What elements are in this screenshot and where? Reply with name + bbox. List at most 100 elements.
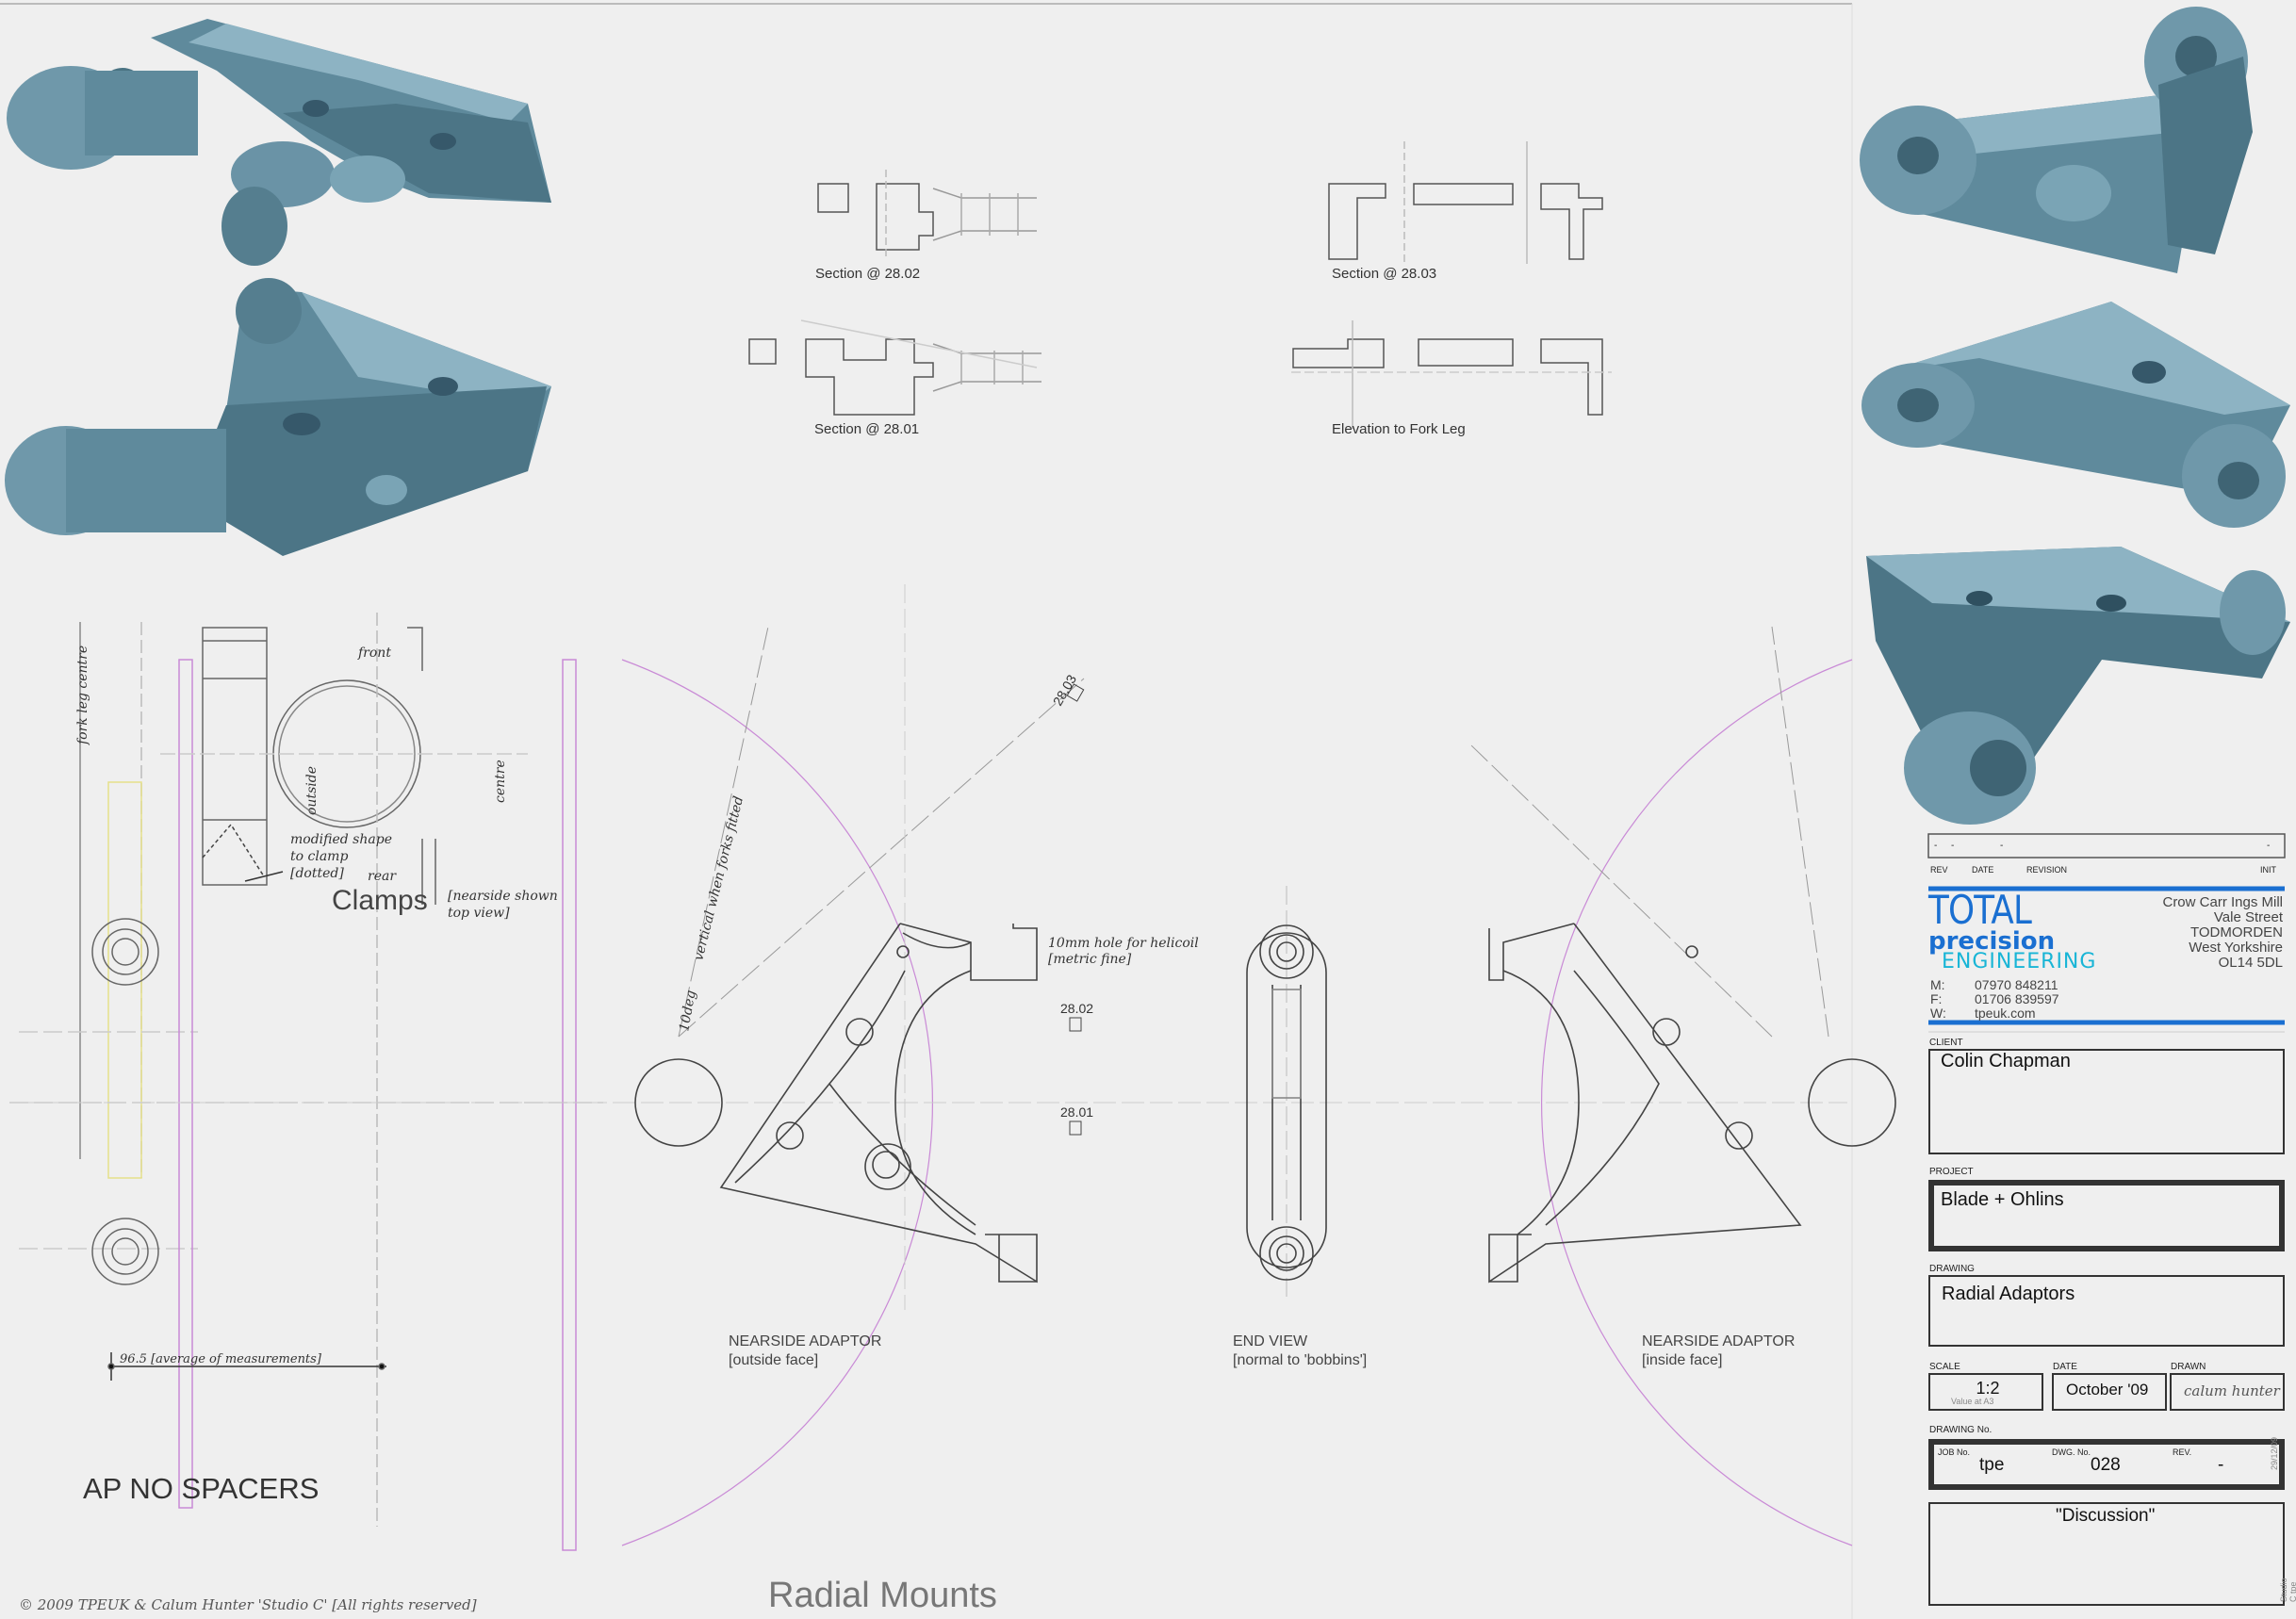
section-28-03-drawing: [1328, 141, 1603, 264]
web-label: W:: [1930, 1006, 1946, 1021]
address-line-4: West Yorkshire: [2189, 940, 2283, 956]
nearside-note-2: top view]: [448, 906, 510, 921]
modified-shape-label-3: [dotted]: [290, 866, 344, 881]
render-right-top: [1860, 7, 2253, 273]
tag-28-01: 28.01: [1060, 1104, 1093, 1120]
nearside-outside-label-1: NEARSIDE ADAPTOR: [729, 1333, 881, 1349]
modified-shape-label-1: modified shape: [290, 832, 392, 847]
radial-mounts-title: Radial Mounts: [768, 1576, 997, 1615]
mobile-number: 07970 848211: [1975, 977, 2058, 992]
client-value: Colin Chapman: [1941, 1051, 2071, 1071]
logo-total: TOTAL: [1928, 887, 2032, 933]
side-studio: Studio C tpe: [2279, 1578, 2296, 1602]
dwg-no-label: DWG. No.: [2052, 1447, 2091, 1457]
render-left-middle: [5, 278, 551, 556]
hole-note-2: [metric fine]: [1048, 952, 1132, 967]
rev-label: REV.: [2173, 1447, 2192, 1457]
render-right-bottom: [1866, 547, 2290, 825]
section-28-02-label: Section @ 28.02: [815, 266, 920, 282]
scale-box: [1928, 1373, 2043, 1411]
address-line-2: Vale Street: [2213, 909, 2283, 925]
status-box: [1928, 1502, 2285, 1606]
company-address: Crow Carr Ings Mill Vale Street TODMORDE…: [2075, 895, 2283, 971]
vertical-note: vertical when forks fitted: [691, 794, 746, 962]
front-label: front: [357, 646, 391, 661]
hole-note-1: 10mm hole for helicoil: [1048, 936, 1199, 951]
section-28-03-label: Section @ 28.03: [1332, 266, 1436, 282]
dwg-no-value: 028: [2091, 1455, 2121, 1475]
end-view-label-1: END VIEW: [1233, 1333, 1308, 1349]
section-28-01-drawing: [748, 319, 1041, 416]
fork-leg-centre-label: fork leg centre: [75, 646, 90, 745]
date-box: [2052, 1373, 2167, 1411]
web-address[interactable]: tpeuk.com: [1975, 1006, 2036, 1021]
address-line-3: TODMORDEN: [2189, 924, 2283, 940]
drawing-no-box: [1928, 1439, 2285, 1490]
measurement-label: 96.5 [average of measurements]: [120, 1352, 322, 1366]
drawing-label: DRAWING: [1929, 1264, 1975, 1274]
render-left-top: [7, 19, 551, 266]
drawing-box: [1928, 1275, 2285, 1347]
client-label: CLIENT: [1929, 1038, 1963, 1048]
nearside-adaptor-inside: [1488, 923, 1896, 1284]
drawing-value: Radial Adaptors: [1942, 1284, 2075, 1304]
copyright: © 2009 TPEUK & Calum Hunter 'Studio C' […: [19, 1596, 477, 1613]
drawn-value: calum hunter: [2184, 1382, 2280, 1399]
centre-label: centre: [493, 760, 508, 803]
status-value: "Discussion": [2056, 1506, 2156, 1526]
ten-degree-label: 10deg: [677, 989, 698, 1033]
tag-28-03: 28.03: [1050, 672, 1079, 709]
address-line-1: Crow Carr Ings Mill: [2162, 894, 2283, 910]
scale-note: Value at A3: [1951, 1397, 1994, 1406]
logo-engineering: ENGINEERING: [1942, 950, 2097, 973]
elevation-drawing: [1291, 320, 1612, 429]
rev-header-date: DATE: [1972, 865, 1994, 875]
project-value: Blade + Ohlins: [1941, 1189, 2064, 1210]
date-label: DATE: [2053, 1362, 2077, 1372]
rear-label: rear: [368, 869, 397, 884]
nearside-inside-label-2: [inside face]: [1642, 1352, 1722, 1368]
radial-guides: [19, 584, 1853, 1546]
rev-row-revision: -: [2000, 841, 2004, 851]
modified-shape-label-2: to clamp: [290, 849, 348, 864]
clamps-title: Clamps: [332, 885, 428, 916]
job-no-value: tpe: [1979, 1455, 2005, 1475]
rev-row-rev: -: [1934, 841, 1938, 851]
rev-header-revision: REVISION: [2026, 865, 2068, 875]
company-logo: TOTAL precision ENGINEERING: [1928, 887, 2097, 973]
section-28-02-drawing: [817, 170, 1037, 259]
rev-header-rev: REV: [1930, 865, 1948, 875]
elevation-label: Elevation to Fork Leg: [1332, 421, 1466, 437]
outside-label: outside: [304, 766, 320, 815]
project-label: PROJECT: [1929, 1167, 1974, 1177]
rev-row-date: -: [1951, 841, 1955, 851]
drawing-no-label: DRAWING No.: [1929, 1425, 1993, 1435]
nearside-note-1: [nearside shown: [448, 889, 558, 904]
side-date: 29/12/09: [2270, 1436, 2279, 1470]
render-right-middle: [1861, 302, 2290, 528]
rev-header-init: INIT: [2260, 865, 2276, 875]
project-box: [1928, 1180, 2285, 1251]
mobile-label: M:: [1930, 977, 1945, 992]
ap-no-spacers: AP NO SPACERS: [83, 1472, 319, 1505]
client-box: [1928, 1049, 2285, 1154]
scale-label: SCALE: [1929, 1362, 1960, 1372]
fax-number: 01706 839597: [1975, 991, 2059, 1006]
drawn-label: DRAWN: [2171, 1362, 2206, 1372]
section-28-01-label: Section @ 28.01: [814, 421, 919, 437]
logo-precision: precision: [1928, 927, 2056, 956]
nearside-outside-label-2: [outside face]: [729, 1352, 818, 1368]
scale-value: 1:2: [1976, 1379, 2000, 1398]
fax-label: F:: [1930, 991, 1943, 1006]
nearside-adaptor-outside: [634, 683, 1085, 1284]
drawn-box: [2170, 1373, 2285, 1411]
nearside-inside-label-1: NEARSIDE ADAPTOR: [1642, 1333, 1795, 1349]
end-view-drawing: [1246, 924, 1327, 1281]
rev-value: -: [2218, 1455, 2224, 1475]
tag-28-02: 28.02: [1060, 1001, 1093, 1016]
job-no-label: JOB No.: [1938, 1447, 1971, 1457]
rev-row-init: -: [2267, 841, 2271, 851]
date-value: October '09: [2066, 1381, 2149, 1398]
end-view-label-2: [normal to 'bobbins']: [1233, 1352, 1367, 1368]
